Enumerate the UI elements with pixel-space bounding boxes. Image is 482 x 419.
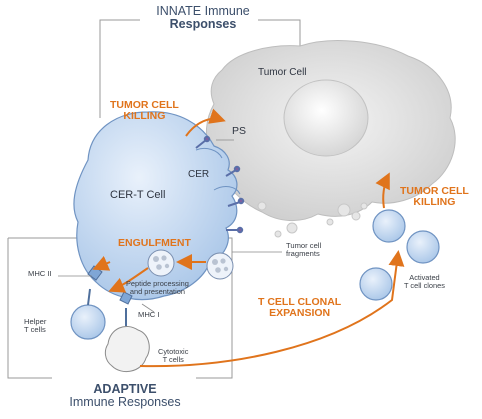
t-cell-clonal-expansion-label: T CELL CLONAL EXPANSION <box>258 296 342 320</box>
killing-arrow-right <box>375 172 390 209</box>
adaptive-title: ADAPTIVE Immune Responses <box>56 382 194 410</box>
ps-label: PS <box>232 125 247 137</box>
mhc-ii-arrow <box>92 255 111 271</box>
innate-title-line1: INNATE Immune <box>156 4 250 18</box>
mhc-i-label: MHC I <box>138 310 160 319</box>
tumor-fragments <box>257 201 368 238</box>
cer-t-cell-body <box>73 111 238 301</box>
mhc-ii-label: MHC II <box>28 269 52 278</box>
innate-title-line2: Responses <box>169 17 237 32</box>
activated-t-cell-2 <box>406 230 440 264</box>
tumor-cell-killing-right-label: TUMOR CELL KILLING <box>400 185 469 209</box>
activated-t-cell-clones-label: Activated T cell clones <box>404 273 445 290</box>
cer-t-cell-label: CER-T Cell <box>110 189 166 201</box>
phagosome-1-contents <box>153 255 170 270</box>
presentation-arrow <box>108 267 149 293</box>
innate-title: INNATE Immune Responses <box>150 4 256 32</box>
tumor-nucleus <box>283 79 369 157</box>
peptide-processing-label: Peptide processing and presentation <box>126 279 189 296</box>
cytotoxic-t-cell <box>104 326 150 373</box>
phagosome-1 <box>147 249 175 277</box>
cer-t-pseudopod <box>195 147 241 195</box>
phagosome-2 <box>206 252 234 280</box>
tumor-cell-label: Tumor Cell <box>258 67 307 78</box>
killing-arrow-left <box>185 108 226 137</box>
mhc-i-marker <box>119 291 133 305</box>
adaptive-title-line1: ADAPTIVE <box>93 382 157 396</box>
tumor-cell-killing-left-label: TUMOR CELL KILLING <box>110 99 179 123</box>
cer-receptors <box>195 135 245 234</box>
helper-tcr <box>87 288 91 306</box>
activated-t-cell-1 <box>372 209 406 243</box>
helper-t-cell <box>70 304 106 340</box>
clonal-expansion-arrow <box>139 250 405 368</box>
phagosome-2-contents <box>212 258 229 273</box>
adaptive-title-line2: Immune Responses <box>69 395 181 410</box>
helper-t-cells-label: Helper T cells <box>24 317 47 334</box>
cer-label: CER <box>188 169 210 180</box>
cytotoxic-t-cells-label: Cytotoxic T cells <box>158 347 189 364</box>
tumor-cell-fragments-label: Tumor cell fragments <box>286 241 322 258</box>
engulfment-label: ENGULFMENT <box>118 237 191 249</box>
leader-lines <box>58 139 282 313</box>
activated-t-cell-3 <box>359 267 393 301</box>
